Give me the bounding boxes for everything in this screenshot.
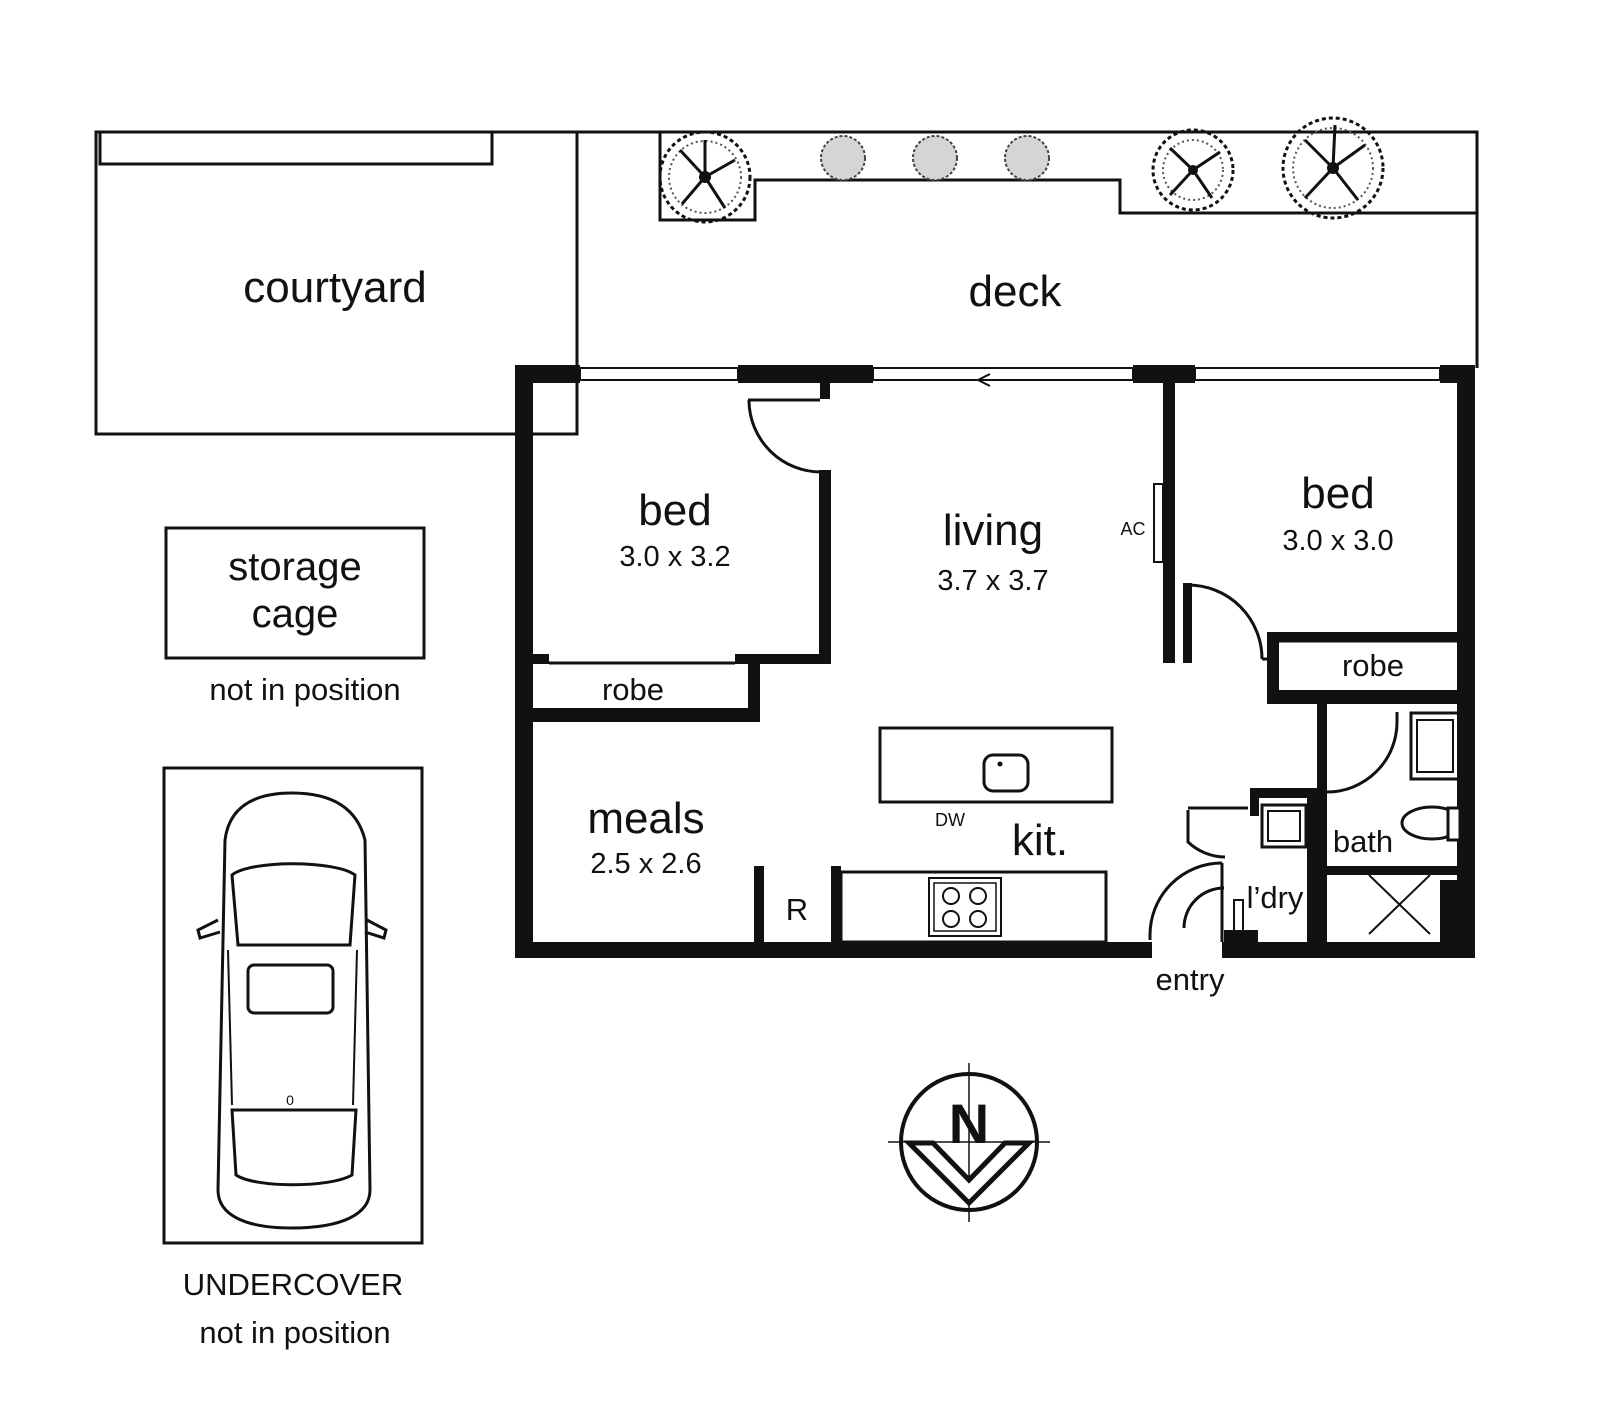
shrub-icon xyxy=(1004,135,1050,181)
meals-kitchen: meals 2.5 x 2.6 DW kit. R xyxy=(587,726,1114,944)
robe2-label: robe xyxy=(1342,648,1404,683)
living-size: 3.7 x 3.7 xyxy=(937,565,1048,597)
courtyard-label: courtyard xyxy=(243,263,426,312)
entry-label: entry xyxy=(1156,962,1225,997)
parking-note: not in position xyxy=(199,1315,390,1350)
bedroom-1: bed 3.0 x 3.2 robe xyxy=(533,383,831,722)
bed1-size: 3.0 x 3.2 xyxy=(619,541,730,573)
tree-icon xyxy=(1151,128,1235,212)
car-icon: 0 xyxy=(196,791,388,1230)
living-label: living xyxy=(943,506,1043,555)
vanity-icon xyxy=(1409,711,1461,781)
door-swing-icon xyxy=(1187,583,1264,660)
fridge-label: R xyxy=(786,892,808,927)
bed2-size: 3.0 x 3.0 xyxy=(1282,525,1393,557)
living-room: living 3.7 x 3.7 AC xyxy=(937,483,1164,597)
storage-note: not in position xyxy=(209,672,400,707)
kitchen-bench xyxy=(839,870,1108,944)
courtyard-area: courtyard xyxy=(94,130,579,436)
robe1-label: robe xyxy=(602,672,664,707)
tree-icon xyxy=(658,130,752,224)
tree-icon xyxy=(1281,116,1385,220)
plant-icons xyxy=(658,116,1385,224)
deck-area: deck xyxy=(575,130,1479,368)
parking-space: 0 UNDERCOVER not in position xyxy=(162,766,424,1350)
laundry-tub-icon xyxy=(1260,803,1308,849)
north-compass-icon: N xyxy=(888,1063,1050,1222)
compass-letter: N xyxy=(949,1092,989,1155)
door-swing-icon xyxy=(1148,861,1223,940)
toilet-icon xyxy=(1400,805,1464,842)
sink-icon xyxy=(982,753,1030,793)
meals-label: meals xyxy=(587,794,704,843)
island-bench xyxy=(878,726,1114,804)
parking-title: UNDERCOVER xyxy=(183,1267,403,1302)
laundry-entry: l’dry entry xyxy=(1148,788,1317,997)
shower-icon xyxy=(1368,874,1431,935)
meals-size: 2.5 x 2.6 xyxy=(590,848,701,880)
storage-label-line1: storage xyxy=(228,545,361,589)
kitchen-label: kit. xyxy=(1012,816,1068,865)
storage-cage: storage cage not in position xyxy=(164,526,426,707)
windows xyxy=(579,367,1441,387)
shrub-icon xyxy=(820,135,866,181)
bed2-label: bed xyxy=(1301,469,1374,518)
door-swing-icon xyxy=(1326,712,1399,794)
deck-label: deck xyxy=(969,267,1063,316)
shrub-icon xyxy=(912,135,958,181)
exterior-walls xyxy=(515,365,1475,960)
door-swing-icon xyxy=(747,400,822,474)
car-mark: 0 xyxy=(286,1092,294,1108)
bedroom-2: bed 3.0 x 3.0 robe xyxy=(1163,383,1475,704)
sliding-arrow-icon xyxy=(977,373,1040,387)
bath-label: bath xyxy=(1333,824,1393,859)
bathroom: bath xyxy=(1317,704,1464,942)
dw-label: DW xyxy=(935,810,965,830)
cooktop-icon xyxy=(928,877,1002,937)
laundry-label: l’dry xyxy=(1247,880,1304,915)
ac-unit-icon xyxy=(1153,483,1164,563)
door-swing-icon xyxy=(1186,810,1226,859)
storage-label-line2: cage xyxy=(252,592,339,636)
ac-label: AC xyxy=(1120,519,1145,539)
bed1-label: bed xyxy=(638,486,711,535)
